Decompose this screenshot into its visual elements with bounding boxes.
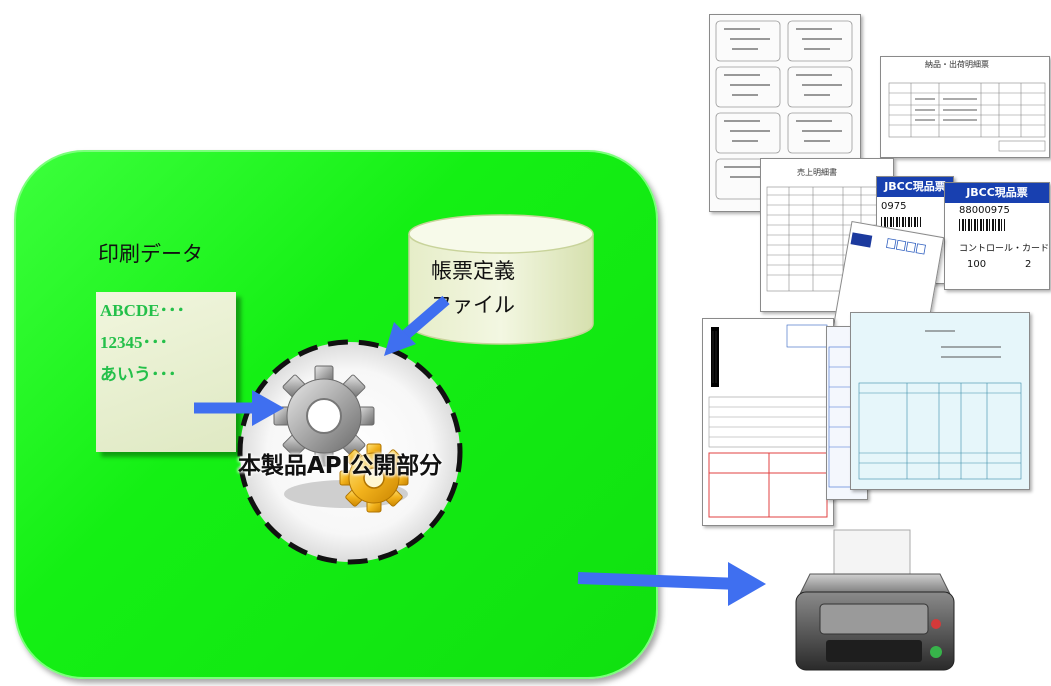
sales-statement-title: 売上明細書 [797,168,837,177]
arrow-definition-to-engine-icon [384,295,450,356]
delivery-slip-form: 納品・出荷明細票 [880,56,1050,158]
jbcc-tag-form-2: JBCC現品票 88000975 コントロール・カード 100 2 [944,182,1050,290]
jbcc-tag-code-1: 0975 [881,201,907,212]
barcode-icon [959,219,1005,231]
print-data-label: 印刷データ [98,242,203,266]
arrow-to-printer-icon [577,562,766,606]
printer-icon [795,529,955,671]
shipping-label-form [702,318,834,526]
jbcc-tag-qty: 100 [967,259,987,270]
jbcc-tag-title-1: JBCC現品票 [877,177,953,197]
jbcc-tag-qty-small: 2 [1025,259,1032,270]
gear-gray-icon [273,365,375,467]
barcode-icon [881,217,921,227]
gear-gold-icon [339,443,409,513]
jbcc-tag-code-2: 88000975 [959,205,1010,216]
api-circle [237,339,463,565]
jbcc-tag-field: コントロール・カード [959,244,1050,254]
print-data-line-1: ABCDE･･･ [100,301,186,320]
arrow-data-to-engine-icon [194,390,284,426]
print-data-line-2: 12345･･･ [100,333,168,352]
api-label: 本製品API公開部分 [237,453,443,479]
jbcc-tag-title-2: JBCC現品票 [945,183,1049,203]
form-definition-cylinder-icon [408,214,594,345]
delivery-slip-title: 納品・出荷明細票 [925,60,989,69]
invoice-form [850,312,1030,490]
print-data-line-3: あいう･･･ [100,365,177,384]
print-data-document: ABCDE･･･ 12345･･･ あいう･･･ [96,292,236,452]
form-definition-label-1: 帳票定義 [431,259,515,283]
